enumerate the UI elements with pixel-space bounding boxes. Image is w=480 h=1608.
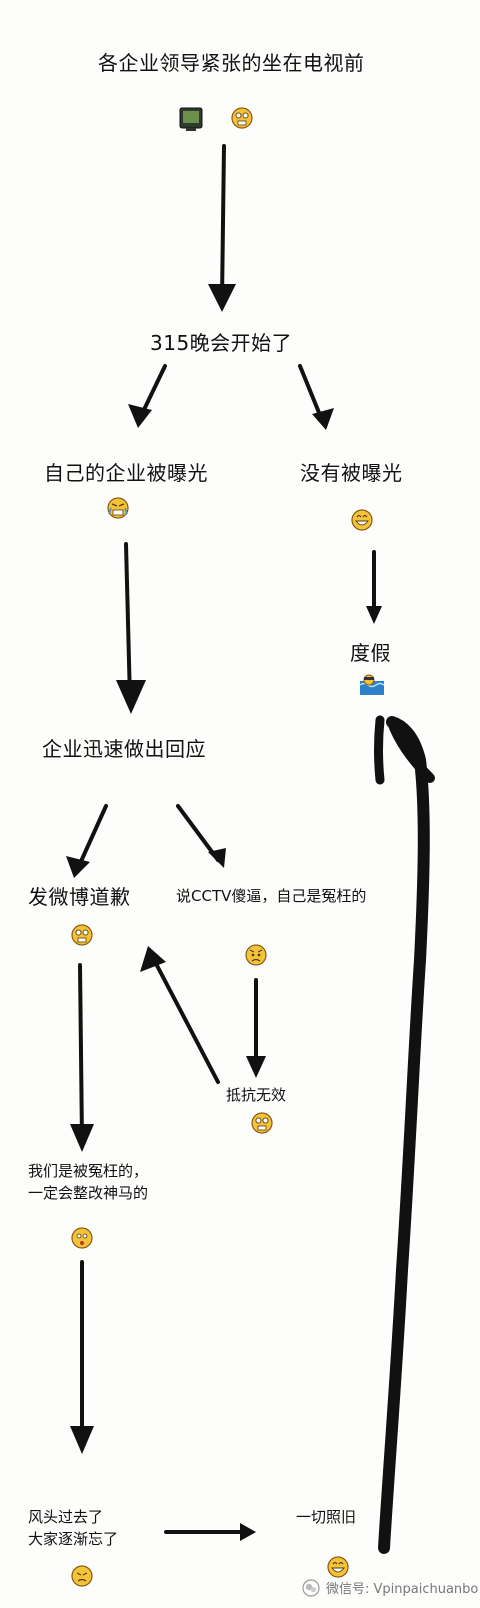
- worried-emoji-icon: [245, 944, 267, 966]
- node-exposed: 自己的企业被曝光: [44, 461, 208, 485]
- node-resist-fail: 抵抗无效: [226, 1086, 287, 1104]
- node-leaders-nervous: 各企业领导紧张的坐在电视前: [98, 51, 365, 75]
- arrow-exposed-to-respond: [124, 542, 132, 702]
- arrow-respond-to-apologize: [76, 804, 108, 870]
- node-as-before: 一切照旧: [296, 1508, 357, 1526]
- arrowhead-1: [208, 284, 236, 312]
- dazed-emoji-icon: [71, 1565, 93, 1587]
- arrowhead-9: [140, 946, 166, 972]
- arrowhead-4: [116, 680, 146, 714]
- nervous-emoji-icon: [251, 1112, 273, 1134]
- arrowhead-7: [208, 848, 226, 868]
- nervous-emoji-icon: [231, 107, 253, 129]
- arrow-respond-to-blame: [176, 804, 220, 862]
- arrow-apologize-to-wronged: [78, 963, 84, 1142]
- watermark-text: 微信号: Vpinpaichuanbo: [326, 1582, 479, 1597]
- arrowhead-8: [246, 1056, 266, 1078]
- arrow-show-to-not-exposed: [298, 364, 324, 422]
- crying-emoji-icon: [107, 497, 129, 519]
- watermark: 微信号: Vpinpaichuanbo: [302, 1578, 478, 1597]
- arrow-leaders-to-show: [220, 144, 226, 302]
- nervous-emoji-icon: [71, 924, 93, 946]
- arrowhead-12: [240, 1523, 256, 1541]
- arrow-resist-to-apologize: [150, 954, 220, 1084]
- arrowhead-3: [312, 408, 334, 430]
- arrowhead-11: [70, 1426, 94, 1454]
- swimming-emoji-icon: [359, 674, 385, 695]
- grin-emoji-icon: [351, 509, 373, 531]
- arrowhead-2: [128, 404, 152, 428]
- tv-icon: [179, 107, 203, 131]
- arrowhead-10: [70, 1124, 94, 1152]
- arrowhead-5: [366, 606, 382, 624]
- wechat-logo-icon: [302, 1578, 320, 1597]
- node-blown-over: 风头过去了 大家逐渐忘了: [28, 1508, 119, 1548]
- node-show-start: 315晚会开始了: [150, 331, 293, 355]
- node-apologize: 发微博道歉: [28, 885, 131, 909]
- node-blame-cctv: 说CCTV傻逼，自己是冤枉的: [176, 887, 367, 905]
- sad-emoji-icon: [71, 1227, 93, 1249]
- node-not-exposed: 没有被曝光: [300, 461, 403, 485]
- node-wronged: 我们是被冤枉的， 一定会整改神马的: [28, 1162, 149, 1202]
- node-vacation: 度假: [350, 641, 391, 665]
- node-respond: 企业迅速做出回应: [42, 737, 206, 761]
- grin-emoji-icon: [327, 1556, 349, 1578]
- hand-drawn-return-arrow: [374, 715, 435, 1554]
- arrowhead-6: [66, 856, 90, 878]
